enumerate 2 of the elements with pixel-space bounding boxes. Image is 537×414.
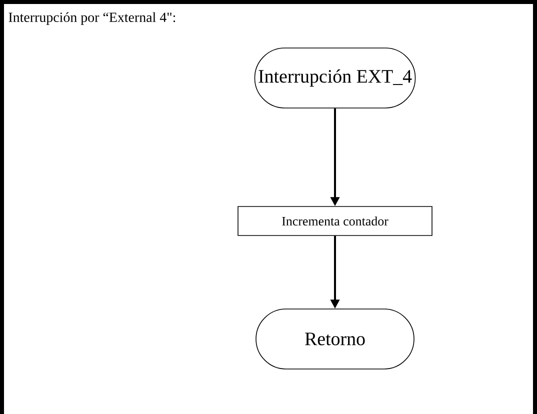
heading: Interrupción por “External 4": [8,12,176,25]
process-box: Incrementa contador [238,206,432,236]
